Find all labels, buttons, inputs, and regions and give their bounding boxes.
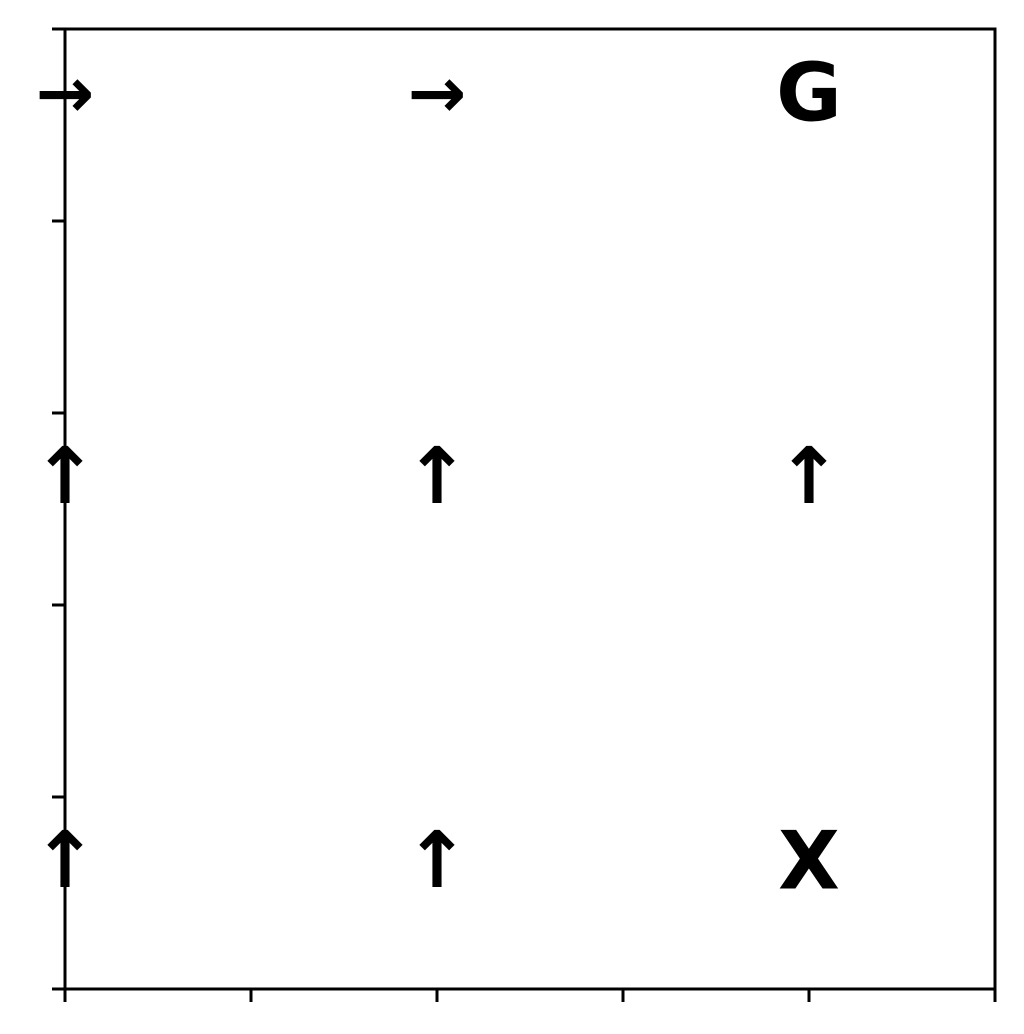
arrow-up-icon: ↑ [404, 816, 469, 906]
grid-cells: → → G ↑ ↑ ↑ ↑ ↑ X [32, 47, 842, 908]
axis-ticks [52, 27, 997, 1002]
arrow-up-icon: ↑ [404, 432, 469, 522]
plot-frame [63, 27, 997, 991]
arrow-up-icon: ↑ [32, 432, 97, 522]
arrow-up-icon: ↑ [32, 816, 97, 906]
goal-marker: G [776, 47, 842, 140]
arrow-right-icon: → [408, 52, 467, 134]
agent-marker: X [778, 815, 840, 908]
arrow-up-icon: ↑ [776, 432, 841, 522]
arrow-right-icon: → [36, 52, 95, 134]
